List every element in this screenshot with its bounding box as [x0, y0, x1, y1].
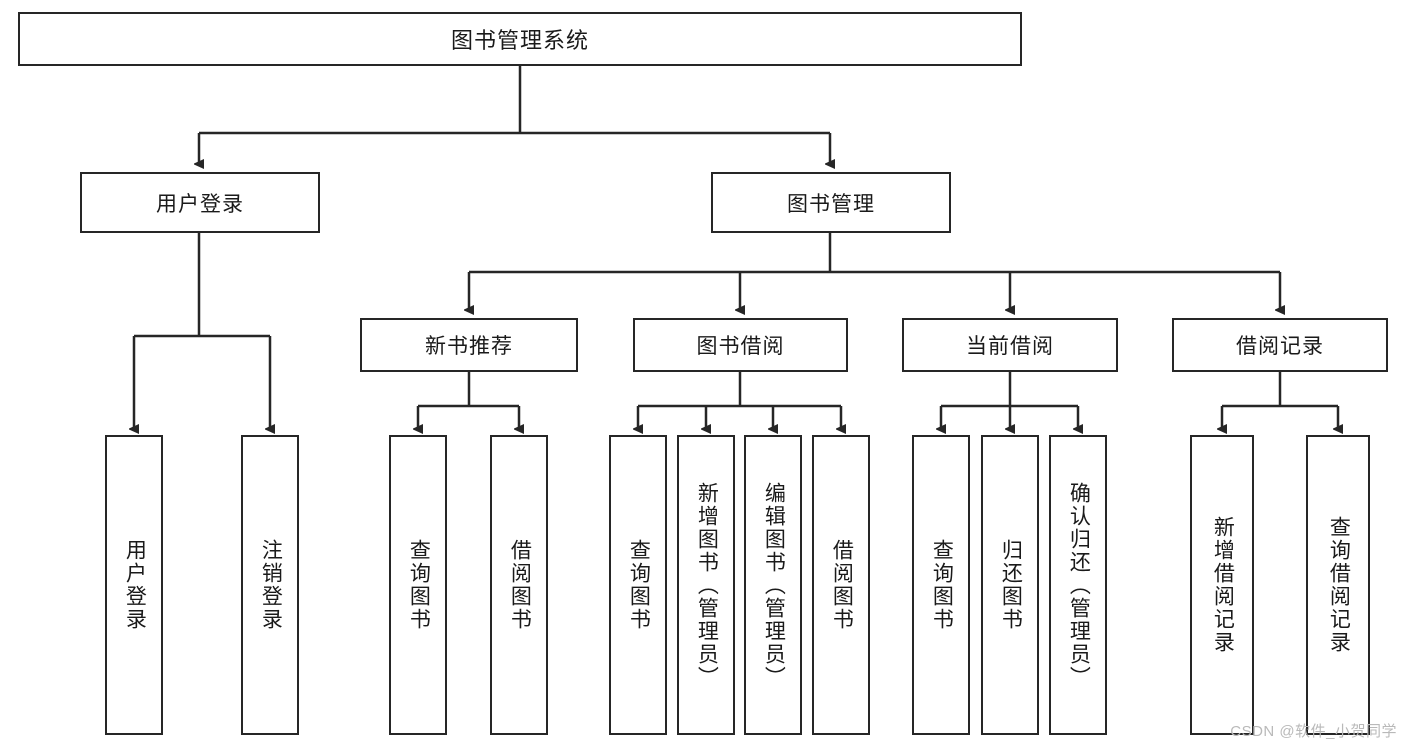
node-leaf-borrow-book-2-label: 借阅图书 — [830, 539, 854, 631]
node-leaf-query-record-label: 查询借阅记录 — [1327, 516, 1351, 654]
node-leaf-return-book-label: 归还图书 — [999, 539, 1023, 631]
node-leaf-borrow-book-2[interactable]: 借阅图书 — [812, 435, 870, 735]
watermark-text: CSDN @软件_小贺同学 — [1230, 723, 1397, 740]
node-new-book-recommend[interactable]: 新书推荐 — [360, 318, 578, 372]
node-book-manage-label: 图书管理 — [787, 192, 875, 216]
node-leaf-query-book-1-label: 查询图书 — [407, 539, 431, 631]
node-leaf-user-logout[interactable]: 注销登录 — [241, 435, 299, 735]
node-leaf-add-book[interactable]: 新增图书（管理员） — [677, 435, 735, 735]
node-leaf-return-book[interactable]: 归还图书 — [981, 435, 1039, 735]
node-leaf-user-login[interactable]: 用户登录 — [105, 435, 163, 735]
node-current-borrow-label: 当前借阅 — [966, 335, 1054, 358]
node-leaf-query-book-2-label: 查询图书 — [627, 539, 651, 631]
node-leaf-borrow-book-1[interactable]: 借阅图书 — [490, 435, 548, 735]
node-leaf-query-book-3-label: 查询图书 — [930, 539, 954, 631]
node-leaf-query-book-1[interactable]: 查询图书 — [389, 435, 447, 735]
node-leaf-edit-book-label: 编辑图书（管理员） — [762, 481, 786, 689]
node-leaf-query-record[interactable]: 查询借阅记录 — [1306, 435, 1370, 735]
node-leaf-query-book-2[interactable]: 查询图书 — [609, 435, 667, 735]
node-new-book-recommend-label: 新书推荐 — [425, 335, 513, 358]
node-user-login[interactable]: 用户登录 — [80, 172, 320, 233]
node-leaf-user-logout-label: 注销登录 — [259, 539, 283, 631]
node-leaf-borrow-book-1-label: 借阅图书 — [508, 539, 532, 631]
node-leaf-confirm-return-label: 确认归还（管理员） — [1067, 481, 1091, 689]
node-current-borrow[interactable]: 当前借阅 — [902, 318, 1118, 372]
node-book-borrow[interactable]: 图书借阅 — [633, 318, 848, 372]
node-leaf-query-book-3[interactable]: 查询图书 — [912, 435, 970, 735]
node-leaf-add-book-label: 新增图书（管理员） — [695, 481, 719, 689]
node-book-manage[interactable]: 图书管理 — [711, 172, 951, 233]
node-root-system-label: 图书管理系统 — [450, 28, 589, 53]
node-leaf-confirm-return[interactable]: 确认归还（管理员） — [1049, 435, 1107, 735]
node-book-borrow-label: 图书借阅 — [696, 335, 785, 358]
node-leaf-edit-book[interactable]: 编辑图书（管理员） — [744, 435, 802, 735]
node-root-system[interactable]: 图书管理系统 — [18, 12, 1022, 66]
node-leaf-user-login-label: 用户登录 — [123, 539, 147, 631]
node-user-login-label: 用户登录 — [156, 192, 244, 216]
node-borrow-record-label: 借阅记录 — [1236, 335, 1324, 358]
node-leaf-add-record[interactable]: 新增借阅记录 — [1190, 435, 1254, 735]
node-borrow-record[interactable]: 借阅记录 — [1172, 318, 1388, 372]
node-leaf-add-record-label: 新增借阅记录 — [1211, 516, 1235, 654]
